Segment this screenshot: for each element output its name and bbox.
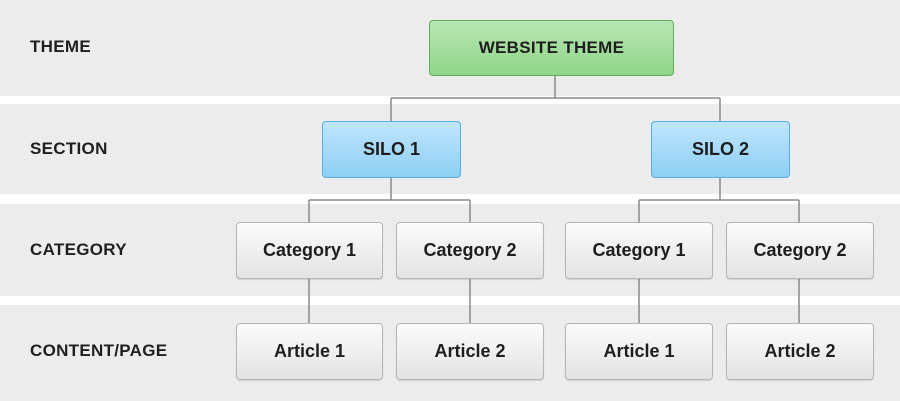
row-label-theme: THEME: [30, 37, 91, 56]
silo-1-article-1-node: Article 1: [236, 323, 383, 380]
connector-category-to-article: [308, 279, 800, 323]
silo-1-node: SILO 1: [322, 121, 461, 178]
silo-2-article-1-node: Article 1: [565, 323, 713, 380]
connector-silo1-to-categories: [308, 178, 471, 222]
silo-2-article-2-node: Article 2: [726, 323, 874, 380]
row-label-category: CATEGORY: [30, 240, 127, 259]
silo-1-category-1-node: Category 1: [236, 222, 383, 279]
article-label: Article 1: [603, 341, 675, 361]
article-label: Article 2: [434, 341, 506, 361]
connector-silo2-to-categories: [638, 178, 800, 222]
article-label: Article 2: [764, 341, 836, 361]
website-theme-node: WEBSITE THEME: [429, 20, 674, 76]
category-label: Category 2: [753, 240, 847, 260]
silo-1-category-2-node: Category 2: [396, 222, 544, 279]
category-label: Category 1: [592, 240, 686, 260]
connector-theme-to-silos: [390, 76, 721, 121]
silo-2-label: SILO 2: [691, 139, 749, 159]
silo-1-article-2-node: Article 2: [396, 323, 544, 380]
row-label-section: SECTION: [30, 139, 108, 158]
silo-2-category-2-node: Category 2: [726, 222, 874, 279]
silo-2-category-1-node: Category 1: [565, 222, 713, 279]
article-label: Article 1: [273, 341, 346, 361]
row-label-content-page: CONTENT/PAGE: [30, 341, 168, 360]
website-theme-label: WEBSITE THEME: [478, 38, 625, 57]
category-label: Category 1: [262, 240, 357, 260]
silo-1-label: SILO 1: [362, 139, 420, 159]
category-label: Category 2: [423, 240, 517, 260]
silo-2-node: SILO 2: [651, 121, 790, 178]
